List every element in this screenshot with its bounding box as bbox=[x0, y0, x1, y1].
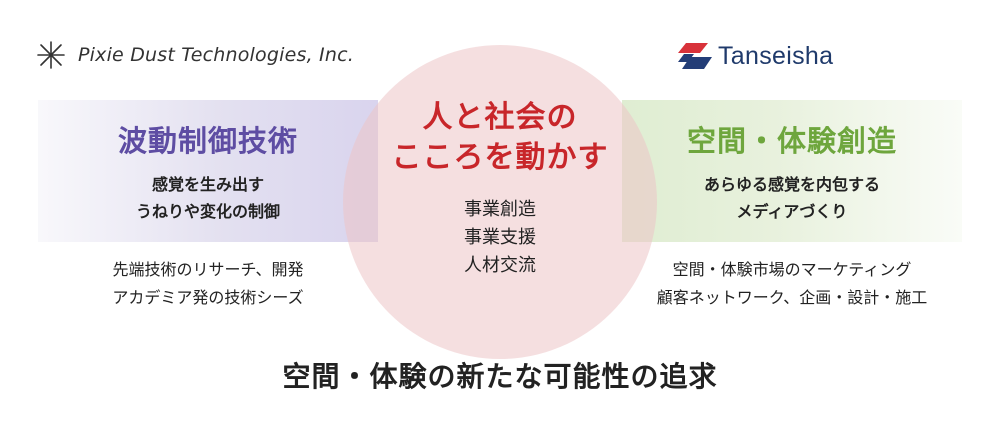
pixie-dust-name: Pixie Dust Technologies, Inc. bbox=[78, 44, 354, 66]
right-subtitle-line: メディアづくり bbox=[736, 202, 848, 221]
right-subtitle: あらゆる感覚を内包する メディアづくり bbox=[622, 171, 962, 225]
left-subtitle-line: うねりや変化の制御 bbox=[135, 202, 280, 221]
left-subtitle-line: 感覚を生み出す bbox=[151, 175, 264, 194]
left-title: 波動制御技術 bbox=[117, 124, 298, 158]
center-title: 人と社会の こころを動かす bbox=[343, 98, 657, 178]
left-note: 先端技術のリサーチ、開発 アカデミア発の技術シーズ bbox=[38, 256, 378, 312]
left-note-line: 先端技術のリサーチ、開発 bbox=[112, 260, 304, 279]
right-note: 空間・体験市場のマーケティング 顧客ネットワーク、企画・設計・施工 bbox=[622, 256, 962, 312]
pixie-dust-logo: Pixie Dust Technologies, Inc. bbox=[36, 38, 354, 72]
right-title: 空間・体験創造 bbox=[686, 124, 897, 158]
tanseisha-name: Tanseisha bbox=[718, 41, 834, 70]
left-band bbox=[38, 100, 378, 242]
center-item: 事業支援 bbox=[464, 227, 536, 248]
center-items: 事業創造 事業支援 人材交流 bbox=[343, 196, 657, 280]
right-band bbox=[622, 100, 962, 242]
center-title-line: 人と社会の bbox=[422, 100, 578, 135]
center-item: 事業創造 bbox=[464, 199, 536, 220]
center-item: 人材交流 bbox=[464, 255, 536, 276]
left-subtitle: 感覚を生み出す うねりや変化の制御 bbox=[38, 171, 378, 225]
tanseisha-mark-icon bbox=[678, 43, 712, 69]
asterisk-icon bbox=[37, 41, 65, 69]
center-circle bbox=[343, 45, 657, 359]
center-title-line: こころを動かす bbox=[391, 140, 609, 175]
tanseisha-logo: Tanseisha bbox=[678, 36, 833, 76]
right-note-line: 顧客ネットワーク、企画・設計・施工 bbox=[656, 288, 928, 307]
right-note-line: 空間・体験市場のマーケティング bbox=[672, 260, 912, 279]
bottom-title: 空間・体験の新たな可能性の追求 bbox=[282, 360, 718, 393]
right-subtitle-line: あらゆる感覚を内包する bbox=[703, 175, 880, 194]
left-note-line: アカデミア発の技術シーズ bbox=[112, 288, 304, 307]
